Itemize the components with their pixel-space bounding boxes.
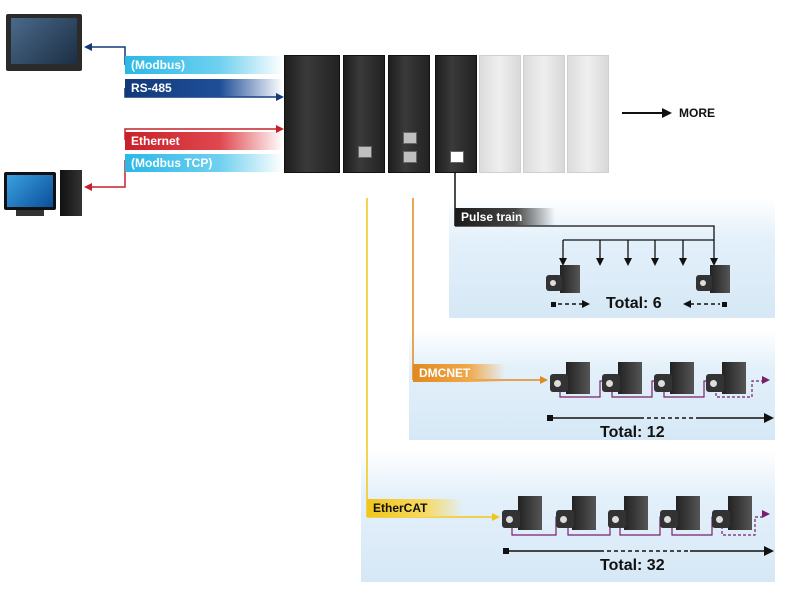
- plc-motion-module: [388, 55, 430, 173]
- servo-drive-icon: [550, 362, 592, 396]
- empty-slot-2: [523, 55, 565, 173]
- modbus-band: (Modbus): [125, 56, 283, 74]
- servo-drive-icon: [696, 265, 732, 295]
- servo-drive-icon: [556, 496, 598, 532]
- cpu-port: [358, 146, 372, 158]
- more-label: MORE: [679, 106, 715, 120]
- ethernet-band: Ethernet: [125, 132, 283, 150]
- ethernet-label: Ethernet: [131, 134, 180, 148]
- rs485-label: RS-485: [131, 81, 172, 95]
- modbus-label: (Modbus): [131, 58, 185, 72]
- motion-port-1: [403, 132, 417, 144]
- servo-drive-icon: [706, 362, 748, 396]
- empty-slot-3: [567, 55, 609, 173]
- pulse-train-label: Pulse train: [461, 210, 523, 224]
- servo-drive-icon: [660, 496, 702, 532]
- pulse-total: Total: 6: [606, 295, 662, 312]
- servo-drive-icon: [502, 496, 544, 532]
- plc-pulse-module: [435, 55, 477, 173]
- motion-port-2: [403, 151, 417, 163]
- plc-cpu-module: [343, 55, 385, 173]
- rs485-band: RS-485: [125, 79, 283, 97]
- dmcnet-band: DMCNET: [413, 364, 505, 382]
- pc-tower-icon: [60, 170, 82, 216]
- ethercat-band: EtherCAT: [367, 499, 463, 517]
- servo-drive-icon: [654, 362, 696, 396]
- servo-drive-icon: [608, 496, 650, 532]
- pc-monitor-icon: [4, 172, 56, 210]
- ethercat-total: Total: 32: [600, 557, 665, 574]
- empty-slot-1: [479, 55, 521, 173]
- plc-power-module: [284, 55, 340, 173]
- modbus-tcp-label: (Modbus TCP): [131, 156, 213, 170]
- pulse-train-band: Pulse train: [455, 208, 555, 226]
- dmcnet-total: Total: 12: [600, 424, 665, 441]
- hmi-panel-icon: [6, 14, 82, 71]
- pulse-port: [450, 151, 464, 163]
- servo-drive-icon: [602, 362, 644, 396]
- ethercat-label: EtherCAT: [373, 501, 428, 515]
- servo-drive-icon: [712, 496, 754, 532]
- dmcnet-label: DMCNET: [419, 366, 471, 380]
- pc-stand-icon: [16, 210, 44, 216]
- servo-drive-icon: [546, 265, 582, 295]
- modbus-tcp-band: (Modbus TCP): [125, 154, 283, 172]
